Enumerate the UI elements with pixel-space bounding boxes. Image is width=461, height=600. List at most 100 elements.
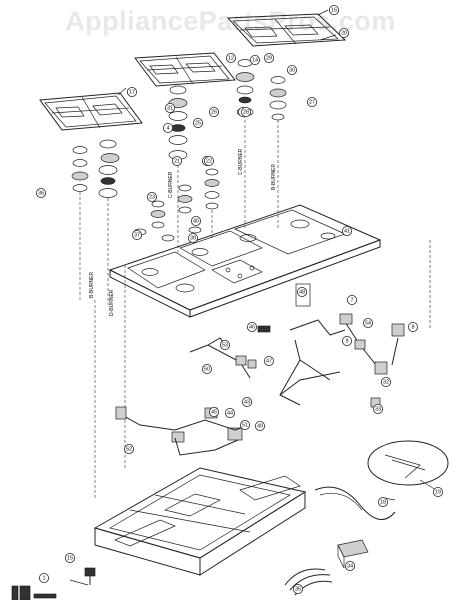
callout-number: 45: [211, 409, 217, 415]
alignment-lines: [79, 115, 431, 500]
callout-part-34[interactable]: 34: [344, 561, 355, 572]
callout-part-51[interactable]: 51: [239, 419, 250, 430]
callout-part-7[interactable]: 7: [346, 294, 357, 305]
callout-number: 41: [344, 228, 350, 234]
callout-number: 9: [345, 338, 348, 344]
callout-part-35[interactable]: 35: [292, 584, 303, 595]
callout-part-26[interactable]: 26: [208, 107, 219, 118]
callout-part-23[interactable]: 23: [146, 191, 157, 202]
callout-part-53[interactable]: 53: [219, 339, 230, 350]
callout-number: 16: [331, 7, 337, 13]
callout-number: 8: [411, 324, 414, 330]
callout-number: 29: [266, 55, 272, 61]
base-chassis[interactable]: [93, 467, 307, 576]
callout-number: 31: [167, 105, 173, 111]
burner-stack-middle[interactable]: [133, 168, 220, 242]
callout-part-44[interactable]: 44: [224, 407, 235, 418]
callout-part-52[interactable]: 52: [124, 443, 135, 454]
callout-number: 4: [166, 125, 169, 131]
callout-number: 46: [249, 324, 255, 330]
callout-part-39[interactable]: 39: [187, 232, 198, 243]
igniter-cables[interactable]: [284, 568, 333, 596]
grate-center[interactable]: [134, 52, 236, 87]
callout-part-17[interactable]: 17: [127, 87, 138, 98]
callout-part-54[interactable]: 54: [362, 317, 373, 328]
callout-part-29[interactable]: 29: [263, 53, 274, 64]
callout-part-43[interactable]: 43: [241, 396, 252, 407]
part-callouts: 1457891213141516171819202122232526272829…: [36, 5, 443, 595]
callout-part-25[interactable]: 25: [192, 118, 203, 129]
callout-part-37[interactable]: 37: [131, 229, 142, 240]
callout-number: 50: [204, 366, 210, 372]
callout-number: 44: [227, 410, 233, 416]
callout-part-12[interactable]: 12: [225, 53, 236, 64]
callout-part-21[interactable]: 21: [171, 155, 182, 166]
callout-part-50[interactable]: 50: [201, 363, 212, 374]
callout-part-18[interactable]: 18: [377, 496, 388, 507]
instruction-sheet-oval[interactable]: [367, 440, 449, 486]
valve-group-right[interactable]: [257, 283, 405, 408]
callout-number: 43: [244, 399, 250, 405]
callout-part-45[interactable]: 45: [208, 406, 219, 417]
callout-part-22[interactable]: 22: [203, 155, 214, 166]
callout-number: 54: [365, 320, 371, 326]
callout-number: 51: [242, 422, 248, 428]
callout-number: 25: [195, 120, 201, 126]
callout-part-36[interactable]: 36: [36, 187, 47, 198]
callout-part-19[interactable]: 19: [432, 486, 443, 497]
callout-part-1[interactable]: 1: [39, 573, 50, 584]
callout-part-28[interactable]: 28: [240, 107, 251, 118]
callout-number: 52: [126, 446, 132, 452]
callout-part-4[interactable]: 4: [162, 123, 173, 134]
callout-number: 47: [266, 358, 272, 364]
burner-label: C-BURNER: [238, 148, 244, 175]
burner-stack-left[interactable]: [71, 139, 120, 198]
valve-group-center[interactable]: [115, 355, 257, 456]
callout-number: 18: [380, 499, 386, 505]
callout-part-32[interactable]: 32: [380, 376, 391, 387]
callout-number: 27: [309, 99, 315, 105]
callout-part-16[interactable]: 16: [328, 5, 339, 15]
callout-number: 20: [341, 30, 347, 36]
grate-right[interactable]: [226, 13, 347, 47]
callout-part-14[interactable]: 14: [249, 55, 260, 66]
callout-part-47[interactable]: 47: [263, 355, 274, 366]
callout-part-9[interactable]: 9: [341, 335, 352, 346]
grate-left[interactable]: [39, 92, 143, 131]
burner-label: B-BURNER: [271, 163, 277, 190]
callout-number: 37: [134, 232, 140, 238]
callout-part-30[interactable]: 30: [286, 65, 297, 76]
callout-part-33[interactable]: 33: [372, 403, 383, 414]
callout-part-41[interactable]: 41: [341, 225, 352, 236]
wiring-harness[interactable]: [314, 486, 396, 520]
burner-stack-center[interactable]: [168, 85, 188, 160]
callout-part-31[interactable]: 31: [164, 103, 175, 114]
callout-number: 36: [38, 190, 44, 196]
burner-stack-right[interactable]: [235, 59, 287, 121]
callout-number: 40: [193, 218, 199, 224]
callout-part-40[interactable]: 40: [190, 215, 201, 226]
callout-part-8[interactable]: 8: [407, 321, 418, 332]
callout-number: 32: [383, 379, 389, 385]
knob-part[interactable]: [84, 567, 96, 585]
callout-part-20[interactable]: 20: [338, 27, 349, 38]
callout-part-27[interactable]: 27: [306, 97, 317, 108]
callout-number: 35: [295, 586, 301, 592]
brand-logo-fragment: [11, 585, 57, 600]
callout-number: 7: [350, 297, 353, 303]
burner-label: D-BURNER: [109, 289, 115, 316]
gas-manifold-upper[interactable]: [189, 319, 399, 406]
burner-label: C-BURNER: [168, 171, 174, 198]
callout-number: 49: [257, 423, 263, 429]
callout-number: 19: [435, 489, 441, 495]
callout-number: 26: [211, 109, 217, 115]
callout-part-48[interactable]: 48: [296, 286, 307, 297]
callout-part-15[interactable]: 15: [65, 553, 76, 564]
callout-number: 22: [206, 158, 212, 164]
callout-number: 14: [252, 57, 258, 63]
callout-number: 39: [190, 235, 196, 241]
callout-number: 12: [228, 55, 234, 61]
callout-part-49[interactable]: 49: [254, 420, 265, 431]
spark-module-box[interactable]: [337, 539, 369, 569]
callout-part-46[interactable]: 46: [246, 321, 257, 332]
